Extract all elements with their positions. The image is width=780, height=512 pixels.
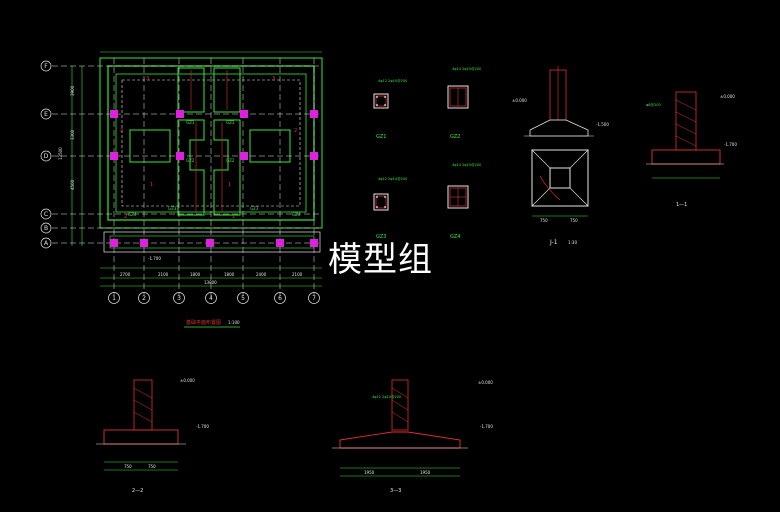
svg-text:2700: 2700	[120, 272, 131, 277]
svg-text:2: 2	[124, 214, 127, 220]
column-markers	[110, 110, 318, 247]
svg-text:750: 750	[570, 218, 578, 223]
gz2-label: GZ2	[450, 134, 460, 140]
plan-total-dimension: 13800	[204, 280, 217, 285]
svg-text:4φ14 2φ10@200: 4φ14 2φ10@200	[452, 67, 481, 71]
j1-scale: 1:30	[568, 240, 577, 245]
section-3-3-detail: ±0.000 -1.700 1950 1950 4φ12 2φ10@200 3—…	[332, 379, 493, 494]
svg-text:1: 1	[232, 214, 235, 220]
svg-text:±0.000: ±0.000	[512, 98, 527, 103]
svg-text:-1.700: -1.700	[148, 256, 161, 261]
level-top: ±0.000	[720, 94, 735, 99]
svg-text:±0.000: ±0.000	[180, 378, 195, 383]
grid-col-label: 4	[209, 295, 213, 302]
svg-text:GZ1: GZ1	[186, 120, 195, 125]
gz3-label: GZ3	[376, 234, 386, 240]
svg-text:2400: 2400	[256, 272, 267, 277]
grid-col-label: 1	[112, 295, 116, 302]
svg-text:750: 750	[124, 464, 132, 469]
svg-text:GZ3: GZ3	[168, 206, 177, 211]
grid-col-label: 2	[142, 295, 146, 302]
section-3-label: 3—3	[390, 488, 401, 494]
svg-text:-1.500: -1.500	[596, 122, 609, 127]
gz1-label: GZ1	[376, 134, 386, 140]
svg-text:GZ4: GZ4	[128, 212, 137, 217]
svg-text:1: 1	[150, 182, 153, 188]
svg-text:2: 2	[120, 128, 123, 134]
section-1-label: 1—1	[676, 202, 687, 208]
grid-row-label: C	[44, 211, 48, 218]
svg-text:GZ1: GZ1	[226, 120, 235, 125]
level-bottom: -1.700	[724, 142, 737, 147]
svg-text:1800: 1800	[190, 272, 201, 277]
svg-text:-1.700: -1.700	[196, 424, 209, 429]
svg-text:GZ2: GZ2	[186, 158, 195, 163]
svg-text:750: 750	[540, 218, 548, 223]
svg-text:φ8@200: φ8@200	[646, 103, 661, 107]
svg-text:2: 2	[294, 128, 297, 134]
section-1-1-detail: ±0.000 -1.700 φ8@200 1—1	[646, 91, 737, 208]
svg-text:±0.000: ±0.000	[478, 380, 493, 385]
grid-row-label: E	[44, 111, 48, 118]
plan-title: 基础平面布置图	[186, 319, 221, 326]
svg-text:2100: 2100	[158, 272, 169, 277]
svg-text:4500: 4500	[70, 179, 75, 190]
svg-text:-1.700: -1.700	[480, 424, 493, 429]
svg-text:1800: 1800	[224, 272, 235, 277]
svg-text:1950: 1950	[364, 470, 375, 475]
section-2-2-detail: ±0.000 -1.700 750 750 2—2	[96, 378, 209, 494]
column-sections: 4φ12 2φ10@200 GZ1 4φ14 2φ10@200 GZ2 4φ12…	[373, 67, 481, 240]
grid-row-label: A	[44, 240, 49, 247]
svg-text:4φ12 2φ10@200: 4φ12 2φ10@200	[378, 79, 407, 83]
section-2-label: 2—2	[132, 488, 143, 494]
svg-text:13500: 13500	[58, 147, 63, 160]
watermark-text: 模型组	[328, 240, 433, 280]
svg-text:4φ14 2φ10@200: 4φ14 2φ10@200	[452, 163, 481, 167]
grid-col-label: 5	[241, 295, 245, 302]
svg-text:GZ3: GZ3	[250, 206, 259, 211]
svg-text:1950: 1950	[420, 470, 431, 475]
grid-row-label: B	[44, 225, 48, 232]
grid-row-label: F	[44, 63, 48, 70]
gz4-label: GZ4	[450, 234, 460, 240]
svg-text:GZ4: GZ4	[292, 212, 301, 217]
grid-row-bubbles: F E D C B A	[40, 60, 52, 249]
grid-col-label: 3	[177, 295, 181, 302]
svg-text:3: 3	[146, 76, 149, 82]
grid-row-label: D	[44, 153, 49, 160]
svg-text:4φ12 2φ10@200: 4φ12 2φ10@200	[378, 177, 407, 181]
svg-text:3: 3	[272, 76, 275, 82]
j1-label: J-1	[549, 239, 558, 246]
grid-column-bubbles: 1 2 3 4 5 6 7	[108, 292, 320, 304]
svg-text:GZ2: GZ2	[226, 158, 235, 163]
plan-scale: 1:100	[228, 320, 240, 325]
svg-text:750: 750	[148, 464, 156, 469]
grid-col-label: 6	[278, 295, 282, 302]
svg-text:3900: 3900	[70, 85, 75, 96]
footing-j1-detail: ±0.000 -1.500 750 750 J-1 1:30	[512, 66, 609, 246]
svg-text:1: 1	[228, 182, 231, 188]
grid-col-label: 7	[312, 295, 316, 302]
svg-text:3300: 3300	[70, 129, 75, 140]
svg-text:4φ12 2φ10@200: 4φ12 2φ10@200	[372, 395, 401, 399]
svg-text:2100: 2100	[292, 272, 303, 277]
